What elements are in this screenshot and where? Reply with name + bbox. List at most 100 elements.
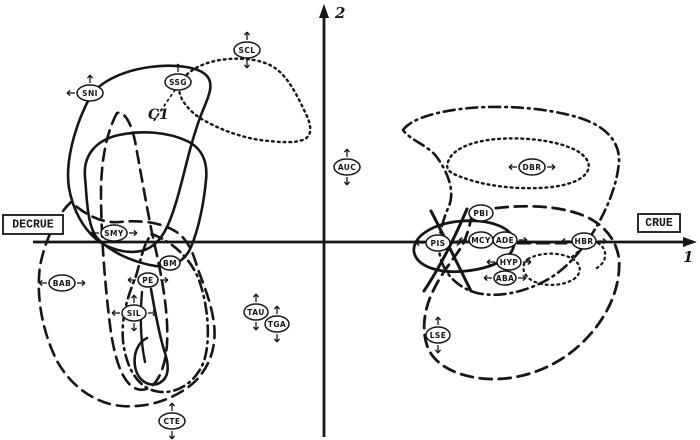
arrowhead-icon xyxy=(343,148,348,153)
station-bm: BM xyxy=(159,255,181,271)
station-pis: PIS xyxy=(415,234,461,252)
region-right-dotted-curl-b xyxy=(593,241,607,271)
station-pe: PE xyxy=(127,272,169,288)
station-ssg: SSG xyxy=(164,63,192,91)
axis-2-label: 2 xyxy=(334,4,345,22)
arrowhead-icon xyxy=(89,74,94,79)
arrowhead-icon xyxy=(273,305,278,310)
arrowhead-icon xyxy=(602,237,607,242)
arrowhead-icon xyxy=(437,349,442,354)
arrowhead-icon xyxy=(415,239,420,244)
region-left-dashdot-loop xyxy=(121,232,210,394)
arrowhead-icon xyxy=(252,326,257,331)
arrowhead-icon xyxy=(133,229,138,234)
station-code: MCY xyxy=(471,236,491,245)
arrowhead-icon xyxy=(437,316,442,321)
arrowhead-icon xyxy=(486,258,491,263)
arrowhead-icon xyxy=(346,148,351,153)
station-ellipse xyxy=(425,234,451,252)
arrowhead-icon xyxy=(458,236,463,241)
region-right-dotted-small-loop xyxy=(522,252,581,286)
arrowhead-icon xyxy=(522,277,527,282)
axis-1-label: 1 xyxy=(683,248,693,266)
station-lse: LSE xyxy=(425,316,451,354)
arrowhead-icon xyxy=(133,294,138,299)
arrowhead-icon xyxy=(127,279,132,284)
arrowhead-icon xyxy=(255,293,260,298)
station-ellipse xyxy=(468,204,494,222)
arrowhead-icon xyxy=(81,279,86,284)
arrowhead-icon xyxy=(246,64,251,69)
arrowhead-icon xyxy=(276,338,281,343)
arrowhead-icon xyxy=(246,31,251,36)
arrowhead-icon xyxy=(523,236,528,241)
station-code: ADE xyxy=(496,236,514,245)
arrowhead-icon xyxy=(168,402,173,407)
station-code: TGA xyxy=(268,320,286,329)
axis-2-arrowhead-icon xyxy=(319,4,329,18)
station-code: PBI xyxy=(473,209,488,218)
arrowhead-icon xyxy=(486,261,491,266)
station-ellipse xyxy=(333,158,361,176)
arrowhead-icon xyxy=(483,274,488,279)
station-bab: BAB xyxy=(38,274,86,292)
station-code: HYP xyxy=(500,258,519,267)
arrowhead-icon xyxy=(152,309,157,314)
station-code: PIS xyxy=(431,239,446,248)
arrowhead-icon xyxy=(152,312,157,317)
arrowhead-icon xyxy=(456,242,461,247)
region-right-solid-diagonal-1 xyxy=(422,207,469,293)
station-ellipse xyxy=(164,73,192,91)
boxed-label-decrue: DECRUE xyxy=(2,214,64,235)
arrowhead-icon xyxy=(561,237,566,242)
arrowhead-icon xyxy=(276,305,281,310)
station-code: SMY xyxy=(104,229,124,238)
axis-1-arrowhead-icon xyxy=(683,237,697,247)
station-code: BM xyxy=(163,259,177,268)
arrowhead-icon xyxy=(255,326,260,331)
station-ellipse xyxy=(496,253,522,271)
arrowhead-icon xyxy=(458,239,463,244)
arrowhead-icon xyxy=(90,229,95,234)
station-dbr: DBR xyxy=(508,158,556,176)
station-ellipse xyxy=(571,232,597,250)
arrowhead-icon xyxy=(527,261,532,266)
arrowhead-icon xyxy=(130,294,135,299)
station-code: TAU xyxy=(247,308,264,317)
arrowhead-icon xyxy=(434,316,439,321)
station-ellipse xyxy=(492,231,518,249)
boxed-label-crue: CRUE xyxy=(637,213,681,233)
arrowhead-icon xyxy=(66,92,71,97)
station-code: SCL xyxy=(239,46,256,55)
station-ellipse xyxy=(264,315,290,333)
arrowhead-icon xyxy=(164,276,169,281)
arrowhead-icon xyxy=(551,166,556,171)
arrowhead-icon xyxy=(86,74,91,79)
station-scl: SCL xyxy=(233,31,261,69)
arrowhead-icon xyxy=(171,402,176,407)
boxed-label-text: DECRUE xyxy=(12,219,54,232)
arrowhead-icon xyxy=(434,349,439,354)
station-code: CTE xyxy=(164,417,181,426)
arrowhead-icon xyxy=(66,89,71,94)
arrowhead-icon xyxy=(133,232,138,237)
arrowhead-icon xyxy=(346,181,351,186)
arrowhead-icon xyxy=(522,274,527,279)
station-ellipse xyxy=(48,274,76,292)
arrowhead-icon xyxy=(130,327,135,332)
arrowhead-icon xyxy=(133,327,138,332)
station-code: PE xyxy=(142,276,153,285)
station-smy: SMY xyxy=(90,224,138,242)
region-right-dashdot-loop xyxy=(401,105,621,297)
arrowhead-icon xyxy=(508,163,513,168)
arrowhead-icon xyxy=(456,239,461,244)
station-code: DBR xyxy=(523,163,542,172)
station-ellipse xyxy=(76,84,104,102)
station-code: LSE xyxy=(430,331,447,340)
station-ellipse xyxy=(137,272,159,288)
station-ellipse xyxy=(121,304,147,322)
region-left-solid-strand xyxy=(139,290,147,364)
arrowhead-icon xyxy=(174,63,179,68)
